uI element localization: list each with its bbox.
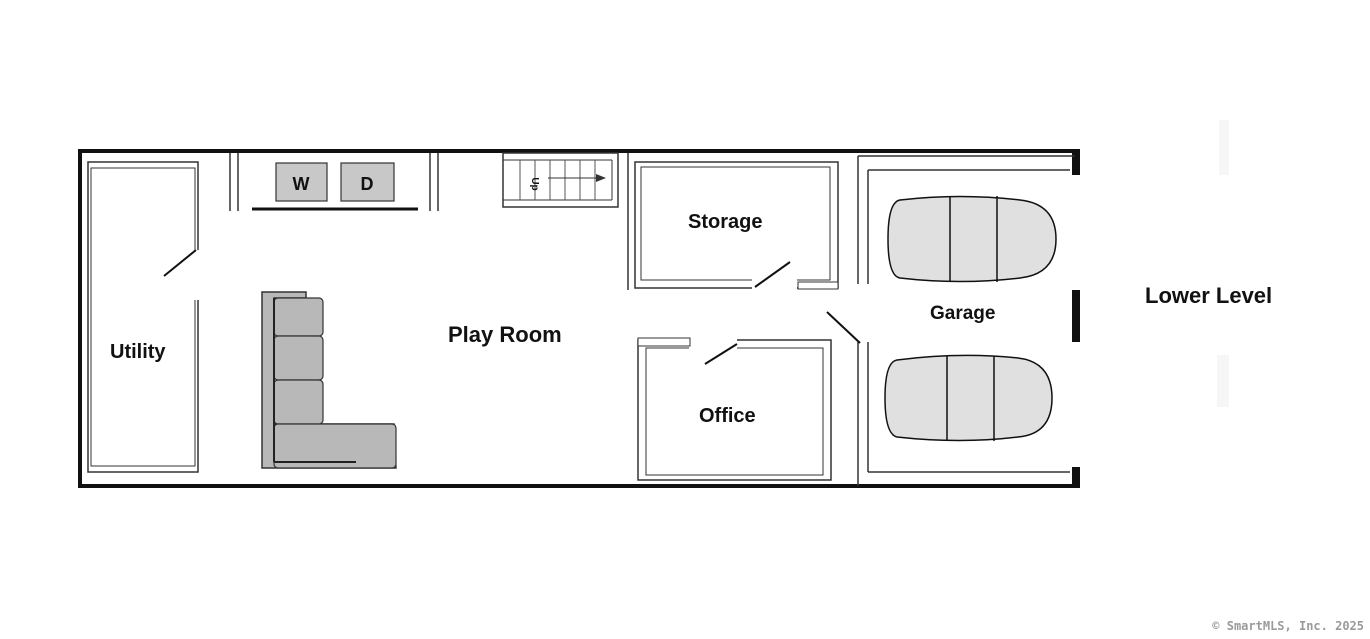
office-door [704,343,738,365]
faint-mark-top [1219,120,1229,175]
laundry-area [229,153,439,211]
dryer-label: D [361,174,374,194]
utility-door [163,249,197,277]
room-label-storage: Storage [688,211,763,233]
car-top [887,195,1057,283]
room-label-office: Office [699,405,756,427]
garage-door-gap-2 [1071,342,1081,467]
storage-room [627,153,839,290]
room-label-play-room: Play Room [448,322,562,347]
sectional-sofa [261,291,397,469]
plan-title: Lower Level [1145,283,1273,308]
copyright-notice: © SmartMLS, Inc. 2025 [1212,619,1364,633]
utility-room [87,161,203,473]
faint-mark-bottom [1217,355,1229,407]
washer-label: W [293,174,310,194]
garage-door-gap [1071,175,1081,290]
office-room [637,336,832,481]
stairs-label: Up [529,177,540,190]
stairs: Up [502,152,619,208]
storage-door [754,261,791,288]
car-bottom [884,354,1053,442]
room-label-utility: Utility [110,341,166,363]
garage-room [826,155,1075,486]
washer: W [275,162,328,202]
garage-door [826,311,861,344]
dryer: D [340,162,395,202]
room-label-garage: Garage [930,303,996,324]
